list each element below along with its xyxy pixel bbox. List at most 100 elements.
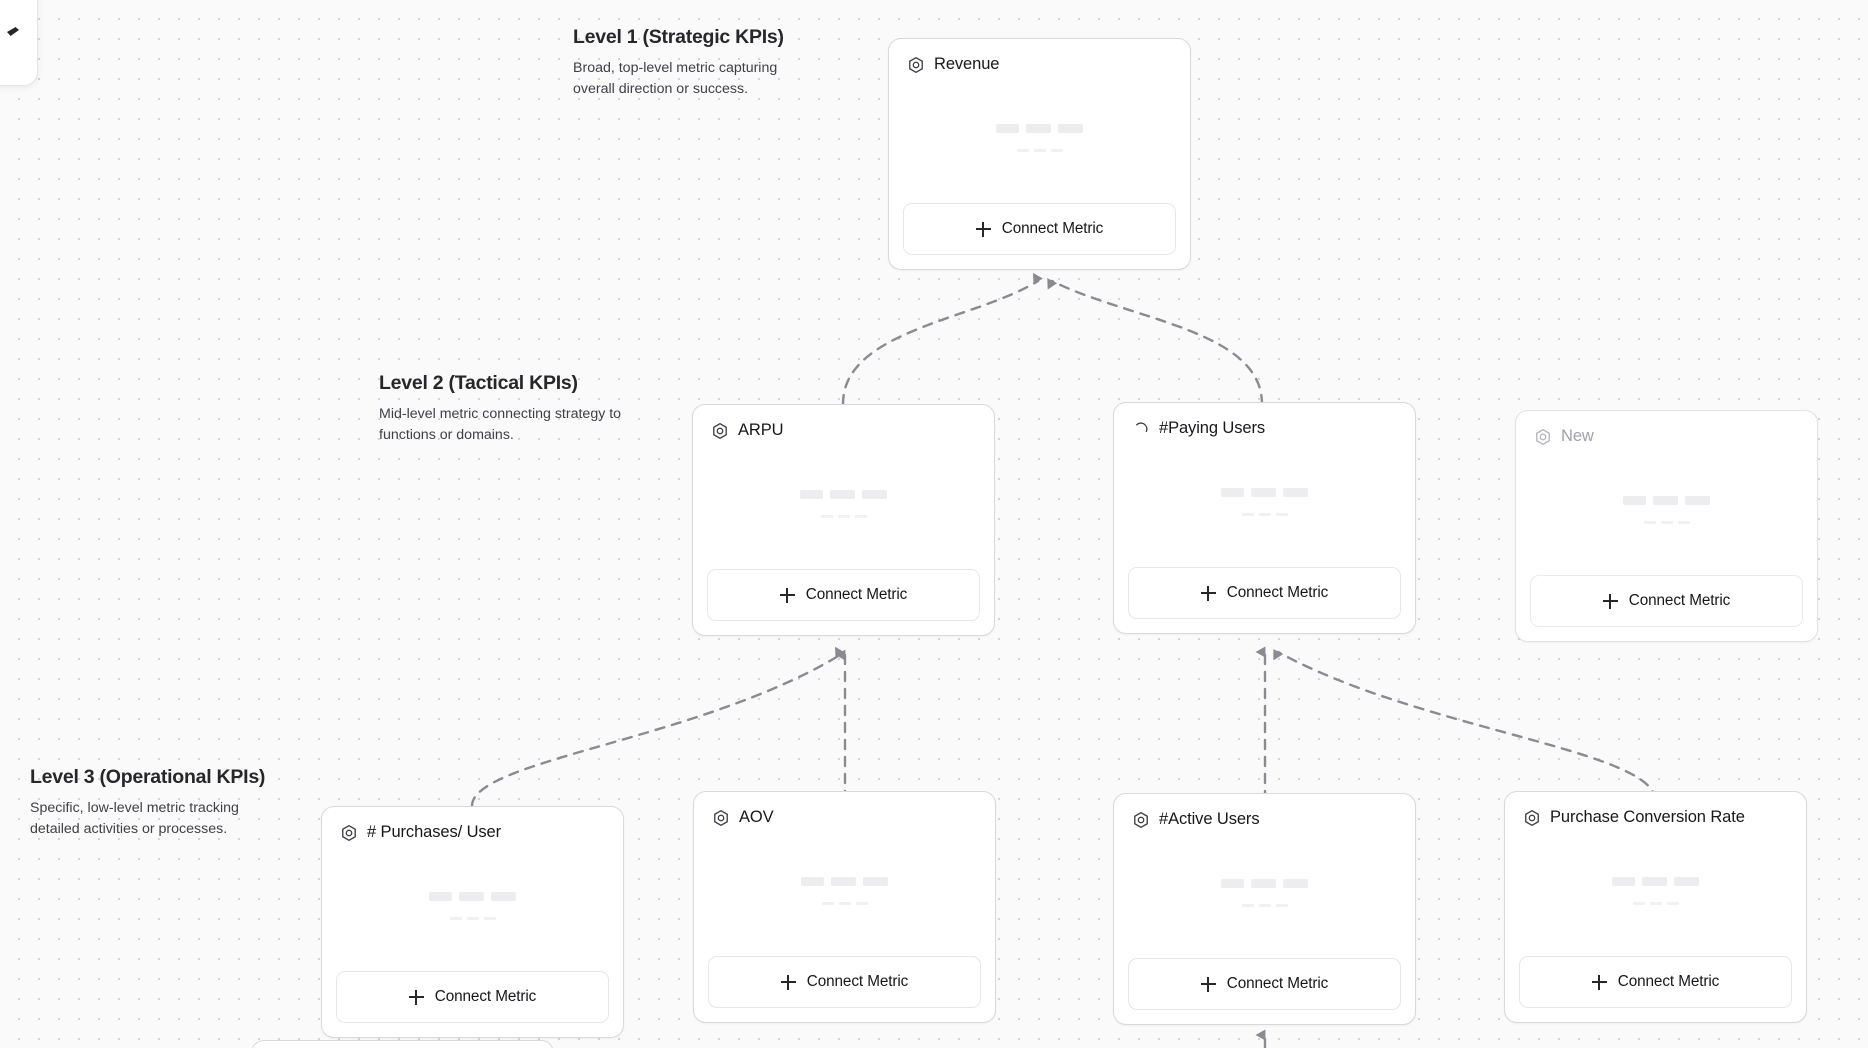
card-skeleton-body [707,440,980,569]
skeleton-row-primary [429,891,516,901]
skeleton-bar [830,489,855,499]
skeleton-bar [1666,901,1679,905]
skeleton-row-secondary [821,901,868,905]
card-title: # Purchases/ User [367,823,502,841]
metric-card-active-users[interactable]: #Active Users Connect Metric [1113,793,1416,1025]
hexagon-target-icon [340,824,358,842]
metric-card-offscreen-bottom[interactable] [251,1040,554,1048]
hexagon-target-icon [907,56,925,74]
connect-metric-label: Connect Metric [806,973,909,990]
skeleton-bar [1221,487,1244,497]
level-3-descriptor: Level 3 (Operational KPIs) Specific, low… [30,766,275,839]
level-2-descriptor: Level 2 (Tactical KPIs) Mid-level metric… [379,372,624,445]
metric-card-new[interactable]: New Connect Metric [1515,410,1818,642]
skeleton-row-secondary [820,514,867,518]
card-title: Purchase Conversion Rate [1550,808,1745,826]
skeleton-bar [1642,876,1667,886]
skeleton-row-primary [800,489,887,499]
connect-metric-button[interactable]: Connect Metric [903,203,1176,255]
arc-spinner-icon [1132,420,1150,438]
skeleton-bar [1033,148,1046,152]
card-header: # Purchases/ User [336,821,609,842]
level-1-title: Level 1 (Strategic KPIs) [573,26,784,48]
skeleton-row-primary [1612,876,1699,886]
connect-metric-button[interactable]: Connect Metric [1530,575,1803,627]
floating-toolbar-panel[interactable] [0,0,38,86]
skeleton-bar [1653,495,1678,505]
skeleton-bar [1058,123,1083,133]
level-3-description: Specific, low-level metric tracking deta… [30,800,239,837]
card-header: Purchase Conversion Rate [1519,806,1792,827]
skeleton-bar [483,916,496,920]
connect-metric-label: Connect Metric [1617,973,1720,990]
hexagon-target-icon [1132,811,1150,829]
skeleton-row-primary [1221,487,1308,497]
level-2-title: Level 2 (Tactical KPIs) [379,372,578,394]
skeleton-bar [466,916,479,920]
skeleton-bar [996,123,1019,133]
card-skeleton-body [708,827,981,956]
skeleton-bar [1221,878,1244,888]
skeleton-bar [863,876,888,886]
card-title: AOV [739,808,774,826]
connect-metric-label: Connect Metric [1226,975,1329,992]
connect-metric-button[interactable]: Connect Metric [1128,958,1401,1010]
skeleton-bar [831,876,856,886]
skeleton-row-secondary [1643,520,1690,524]
connect-metric-label: Connect Metric [1001,220,1104,237]
skeleton-bar [800,489,823,499]
connect-metric-button[interactable]: Connect Metric [707,569,980,621]
skeleton-bar [1632,901,1645,905]
card-header: Revenue [903,53,1176,74]
edge-arpu-to-revenue [841,272,1043,406]
connect-metric-label: Connect Metric [1628,592,1731,609]
metric-card-revenue[interactable]: Revenue Connect Metric [888,38,1191,270]
skeleton-bar [449,916,462,920]
skeleton-bar [855,901,868,905]
skeleton-bar [1660,520,1673,524]
metric-card-purchases-per-user[interactable]: # Purchases/ User Connect Metric [321,806,624,1038]
metric-card-paying-users[interactable]: #Paying Users Connect Metric [1113,402,1416,634]
skeleton-bar [1251,487,1276,497]
skeleton-bar [1258,512,1271,516]
skeleton-bar [837,514,850,518]
skeleton-bar [1275,512,1288,516]
level-3-title: Level 3 (Operational KPIs) [30,766,266,788]
skeleton-bar [1623,495,1646,505]
plus-icon [1200,976,1216,992]
skeleton-row-secondary [1241,903,1288,907]
connect-metric-button[interactable]: Connect Metric [708,956,981,1008]
skeleton-bar [1241,903,1254,907]
skeleton-bar [1649,901,1662,905]
plus-icon [975,221,991,237]
metric-card-aov[interactable]: AOV Connect Metric [693,791,996,1023]
card-header: New [1530,425,1803,446]
skeleton-bar [1050,148,1063,152]
skeleton-bar [1283,487,1308,497]
skeleton-row-primary [801,876,888,886]
card-header: AOV [708,806,981,827]
connect-metric-button[interactable]: Connect Metric [1128,567,1401,619]
metric-card-arpu[interactable]: ARPU Connect Metric [692,404,995,636]
skeleton-bar [862,489,887,499]
connect-metric-label: Connect Metric [434,988,537,1005]
card-skeleton-body [336,842,609,971]
hexagon-target-icon [1534,428,1552,446]
card-title: #Active Users [1159,810,1260,828]
metric-card-purchase-conversion-rate[interactable]: Purchase Conversion Rate Connect Metric [1504,791,1807,1023]
card-header: ARPU [707,419,980,440]
level-2-description: Mid-level metric connecting strategy to … [379,406,622,443]
skeleton-bar [1026,123,1051,133]
connect-metric-button[interactable]: Connect Metric [336,971,609,1023]
hexagon-target-icon [712,809,730,827]
connect-metric-button[interactable]: Connect Metric [1519,956,1792,1008]
card-skeleton-body [1128,438,1401,567]
card-header: #Active Users [1128,808,1401,829]
card-title: Revenue [934,55,1000,73]
card-skeleton-body [903,74,1176,203]
level-1-description: Broad, top-level metric capturing overal… [573,60,778,97]
skeleton-bar [429,891,452,901]
connect-metric-label: Connect Metric [1226,584,1329,601]
skeleton-bar [1258,903,1271,907]
